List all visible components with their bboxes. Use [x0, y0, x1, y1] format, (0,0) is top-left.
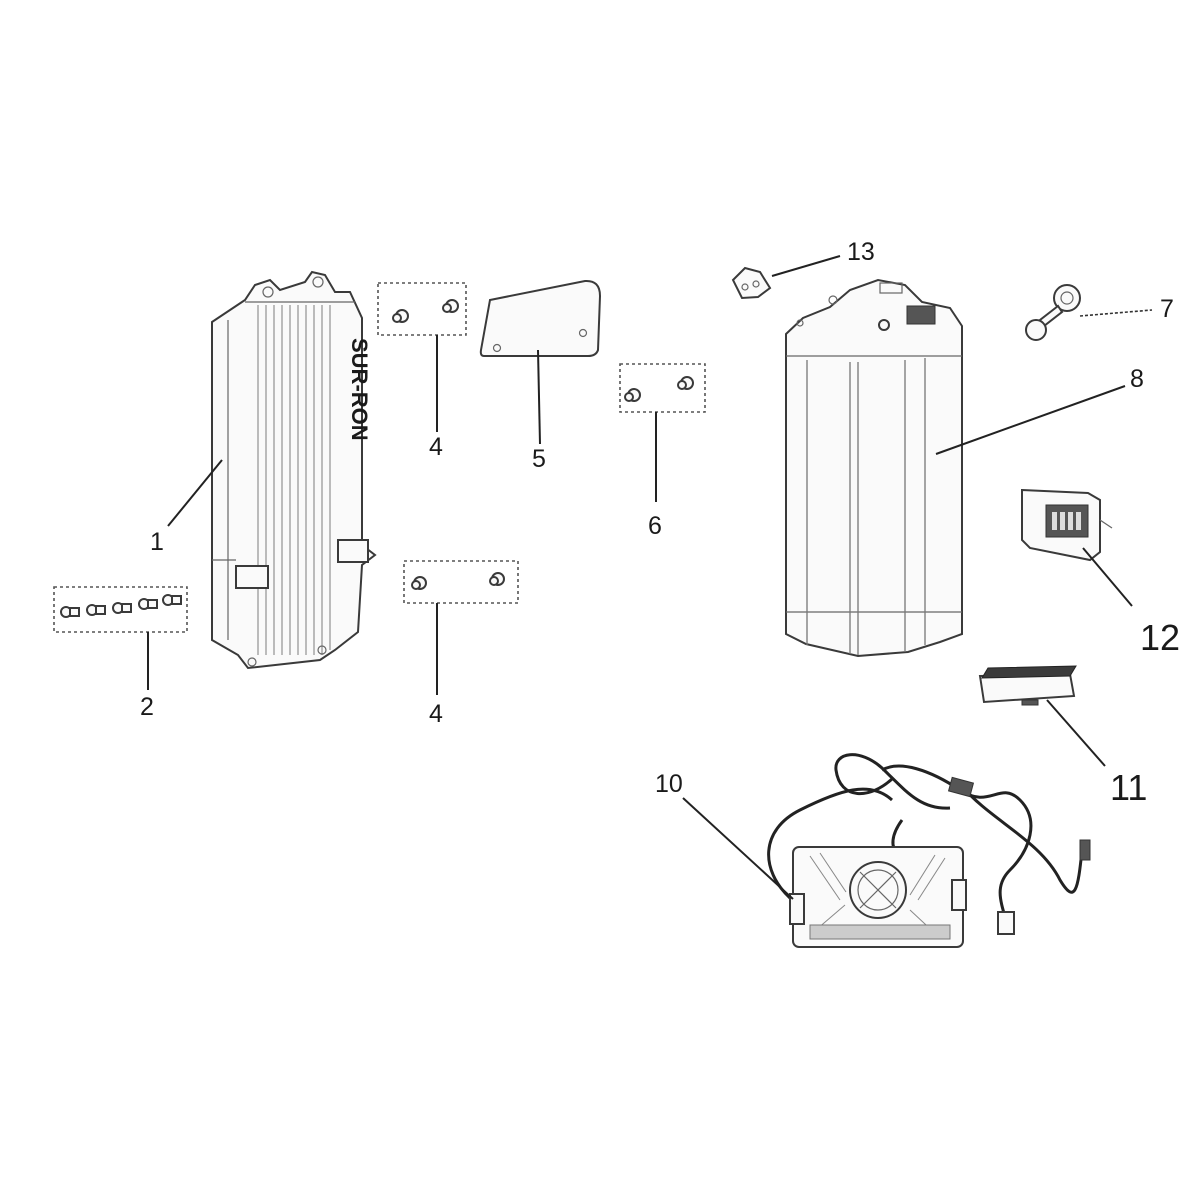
bolt-set-2: [53, 586, 188, 633]
callout-1: 1: [150, 459, 223, 556]
svg-text:6: 6: [648, 512, 662, 540]
clip-13: [731, 266, 772, 300]
svg-text:4: 4: [429, 433, 443, 461]
svg-text:13: 13: [847, 238, 875, 266]
screw-pair-4-bottom: [403, 560, 519, 604]
svg-text:11: 11: [1110, 767, 1147, 808]
callout-7: 7: [1079, 295, 1174, 323]
svg-text:7: 7: [1160, 295, 1174, 323]
callout-12: 12: [1082, 547, 1180, 658]
plate-5: [479, 279, 602, 357]
callout-10: 10: [655, 770, 794, 900]
foam-pad-11: [978, 665, 1077, 706]
callout-11: 11: [1046, 699, 1147, 808]
svg-text:2: 2: [140, 693, 154, 721]
battery-case-cover: SUR-RON: [211, 270, 377, 670]
cap-7: [1025, 284, 1081, 341]
svg-text:4: 4: [429, 700, 443, 728]
callout-4-top: 4: [429, 335, 443, 461]
charger-10: [767, 753, 1091, 948]
svg-text:1: 1: [150, 528, 164, 556]
callout-4-bottom: 4: [429, 603, 443, 728]
screw-pair-6: [619, 363, 706, 413]
brand-marking: SUR-RON: [347, 338, 372, 441]
svg-text:5: 5: [532, 445, 546, 473]
indicator-module-12: [1021, 488, 1113, 562]
callout-2: 2: [140, 632, 154, 721]
screw-pair-4-top: [377, 282, 467, 336]
battery-pack: [785, 278, 963, 658]
svg-text:8: 8: [1130, 365, 1144, 393]
svg-text:SUR-RON: SUR-RON: [347, 338, 372, 441]
svg-text:12: 12: [1140, 617, 1180, 658]
callout-6: 6: [648, 412, 662, 540]
callout-8: 8: [935, 365, 1144, 455]
callout-13: 13: [771, 238, 875, 277]
callout-5: 5: [532, 349, 546, 473]
svg-text:10: 10: [655, 770, 683, 798]
